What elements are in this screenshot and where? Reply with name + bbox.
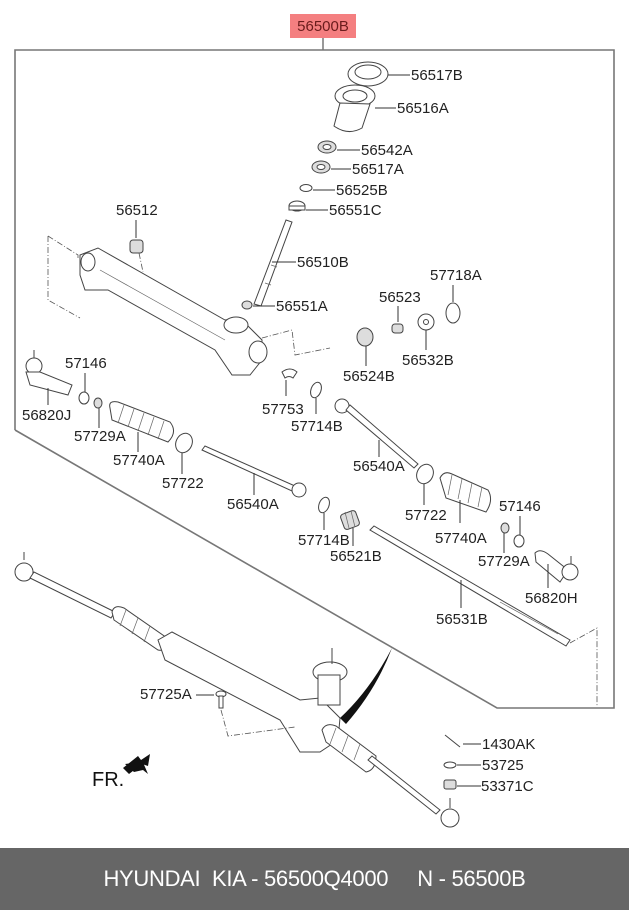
part-56517A[interactable]: 56517A	[311, 160, 404, 178]
label-57722-left: 57722	[162, 475, 204, 492]
label-56540A-left: 56540A	[227, 496, 279, 513]
label-56551C: 56551C	[329, 202, 382, 219]
part-56523[interactable]: 56523	[379, 289, 421, 334]
part-56525B[interactable]: 56525B	[299, 182, 388, 199]
part-57714B-lower[interactable]: 57714B	[298, 496, 350, 549]
label-53725: 53725	[482, 757, 524, 774]
part-57714B-upper[interactable]: 57714B	[291, 381, 343, 435]
part-53371C[interactable]: 53371C	[443, 778, 534, 795]
label-57753: 57753	[262, 401, 304, 418]
label-57714B-lower: 57714B	[298, 532, 350, 549]
part-57740A-left[interactable]: 57740A	[109, 401, 174, 469]
footer-text: HYUNDAI KIA - 56500Q4000 N - 56500B	[103, 866, 526, 891]
label-53371C: 53371C	[481, 778, 534, 795]
rack-housing[interactable]	[47, 235, 331, 376]
label-57718A: 57718A	[430, 267, 482, 284]
label-56517A: 56517A	[352, 161, 404, 178]
part-56532B[interactable]: 56532B	[402, 313, 454, 369]
part-56512[interactable]: 56512	[116, 202, 158, 254]
front-label: FR.	[92, 769, 124, 791]
label-57722-right: 57722	[405, 507, 447, 524]
label-56510B: 56510B	[297, 254, 349, 271]
label-56523: 56523	[379, 289, 421, 306]
part-56516A[interactable]: 56516A	[333, 84, 449, 132]
assembly-badge-bg	[290, 14, 356, 38]
black-wedge-indicator	[340, 648, 392, 724]
part-56551C[interactable]: 56551C	[288, 200, 382, 219]
part-56542A[interactable]: 56542A	[317, 140, 413, 159]
part-57146-left[interactable]: 57146	[65, 355, 107, 405]
label-57729A-right: 57729A	[478, 553, 530, 570]
part-57146-right[interactable]: 57146	[499, 498, 541, 548]
label-57146-right: 57146	[499, 498, 541, 515]
front-arrow-shape	[123, 754, 150, 774]
label-56521B: 56521B	[330, 548, 382, 565]
part-57718A[interactable]: 57718A	[430, 267, 482, 324]
part-56551A[interactable]: 56551A	[241, 298, 328, 315]
part-56820H[interactable]: 56820H	[525, 550, 579, 607]
label-1430AK: 1430AK	[482, 736, 535, 753]
label-56531B: 56531B	[436, 611, 488, 628]
part-57725A[interactable]: 57725A	[140, 686, 296, 737]
assembly-badge-label: 56500B	[297, 18, 349, 35]
part-57753[interactable]: 57753	[262, 368, 304, 418]
label-57714B-upper: 57714B	[291, 418, 343, 435]
steering-gear-exploded-diagram: 56500B 56517B 56516A 56542A 56517A 56525…	[14, 14, 615, 828]
assembly-badge[interactable]: 56500B	[290, 14, 356, 38]
label-56540A-right: 56540A	[353, 458, 405, 475]
label-57729A-left: 57729A	[74, 428, 126, 445]
label-56524B: 56524B	[343, 368, 395, 385]
part-number-footer: HYUNDAI KIA - 56500Q4000 N - 56500B	[0, 848, 629, 910]
label-56542A: 56542A	[361, 142, 413, 159]
part-53725[interactable]: 53725	[443, 757, 524, 774]
label-57740A-left: 57740A	[113, 452, 165, 469]
part-56540A-left[interactable]: 56540A	[201, 445, 307, 513]
part-57722-right[interactable]: 57722	[405, 462, 447, 524]
label-56551A: 56551A	[276, 298, 328, 315]
part-56521B[interactable]: 56521B	[330, 510, 382, 565]
part-56524B[interactable]: 56524B	[343, 327, 395, 385]
label-56512: 56512	[116, 202, 158, 219]
part-57722-left[interactable]: 57722	[162, 431, 204, 492]
assembled-steering-gear[interactable]	[14, 552, 460, 828]
label-57146-left: 57146	[65, 355, 107, 372]
assembly-frame	[14, 49, 615, 709]
part-56820J[interactable]: 56820J	[22, 350, 73, 424]
part-56531B[interactable]: 56531B	[369, 525, 598, 706]
part-56517B[interactable]: 56517B	[347, 61, 463, 87]
label-56525B: 56525B	[336, 182, 388, 199]
label-56820J: 56820J	[22, 407, 71, 424]
label-57725A: 57725A	[140, 686, 192, 703]
label-56532B: 56532B	[402, 352, 454, 369]
part-56540A-right[interactable]: 56540A	[334, 398, 419, 475]
part-1430AK[interactable]: 1430AK	[444, 734, 535, 753]
label-56517B: 56517B	[411, 67, 463, 84]
label-56820H: 56820H	[525, 590, 578, 607]
label-57740A-right: 57740A	[435, 530, 487, 547]
front-direction-indicator: FR.	[92, 754, 150, 791]
part-57729A-left[interactable]: 57729A	[74, 397, 126, 445]
label-56516A: 56516A	[397, 100, 449, 117]
part-57740A-right[interactable]: 57740A	[435, 472, 492, 547]
part-56510B[interactable]: 56510B	[253, 219, 349, 307]
part-57729A-right[interactable]: 57729A	[478, 522, 530, 570]
